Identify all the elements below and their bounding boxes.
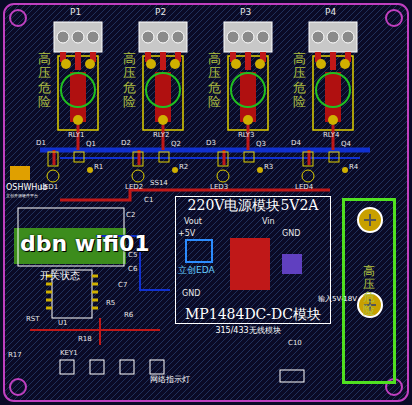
- silkscreen-label: R5: [106, 300, 115, 308]
- module-box: 315/433无线模块: [192, 324, 304, 339]
- silkscreen-label: P4: [325, 8, 336, 18]
- silkscreen-label: RLY3: [238, 132, 255, 140]
- silkscreen-label: Q1: [86, 141, 96, 149]
- silkscreen-label: SS14: [150, 180, 168, 188]
- silkscreen-label: RLY1: [68, 132, 85, 140]
- silkscreen-label: OSHWHub: [6, 184, 47, 193]
- silkscreen-label: 立创开源硬件平台: [6, 194, 38, 198]
- silkscreen-label: U1: [58, 320, 68, 328]
- silkscreen-label: LED4: [295, 184, 313, 192]
- silkscreen-label: 高压危险: [123, 52, 136, 109]
- silkscreen-label: P2: [155, 8, 166, 18]
- silkscreen-label: RLY2: [153, 132, 170, 140]
- module-title: 220V电源模块5V2A: [188, 198, 319, 213]
- silkscreen-label: Vin: [262, 218, 275, 227]
- silkscreen-label: R18: [78, 336, 92, 344]
- silkscreen-label: C1: [144, 197, 153, 205]
- silkscreen-label: P1: [70, 8, 81, 18]
- silkscreen-label: C7: [118, 282, 127, 290]
- module-title: 高压危险: [363, 265, 375, 318]
- silkscreen-label: R2: [179, 164, 188, 172]
- silkscreen-label: Vout: [184, 218, 202, 227]
- silkscreen-label: R17: [8, 352, 22, 360]
- silkscreen-label: C6: [128, 266, 137, 274]
- silkscreen-label: GND: [182, 290, 200, 299]
- silkscreen-label: R6: [124, 312, 133, 320]
- silkscreen-label: Q3: [256, 141, 266, 149]
- silkscreen-label: 输入5V-18V: [318, 296, 357, 304]
- module-title: 315/433无线模块: [215, 327, 280, 336]
- silkscreen-label: Q2: [171, 141, 181, 149]
- silkscreen-label: RST: [26, 316, 40, 324]
- silkscreen-label: P3: [240, 8, 251, 18]
- silkscreen-label: C2: [126, 212, 135, 220]
- silkscreen-label: 开关状态: [40, 270, 80, 281]
- silkscreen-label: RLY4: [323, 132, 340, 140]
- silkscreen-label: 立创EDA: [178, 266, 215, 276]
- silkscreen-label: C5: [128, 252, 137, 260]
- silkscreen-label: GND: [282, 230, 300, 239]
- silkscreen-label: LED2: [125, 184, 143, 192]
- silkscreen-label: 高压危险: [38, 52, 51, 109]
- module-title: MP1484DC-DC模块: [185, 307, 321, 322]
- silkscreen-label: D3: [206, 140, 216, 148]
- silkscreen-label: R1: [94, 164, 103, 172]
- silkscreen-label: 高压危险: [293, 52, 306, 109]
- silkscreen-label: KEY1: [60, 350, 78, 358]
- silkscreen-label: 高压危险: [208, 52, 221, 109]
- silkscreen-label: +5V: [178, 230, 195, 239]
- silkscreen-label: Q4: [341, 141, 351, 149]
- silkscreen-label: R4: [349, 164, 358, 172]
- silkscreen-label: 网络指示灯: [150, 376, 190, 385]
- module-box: 高压危险: [342, 198, 396, 384]
- silkscreen-label: D4: [291, 140, 301, 148]
- module-box: 220V电源模块5V2A MP1484DC-DC模块: [175, 196, 331, 324]
- silkscreen-label: D2: [121, 140, 131, 148]
- silkscreen-label: R3: [264, 164, 273, 172]
- silkscreen-label: LED3: [210, 184, 228, 192]
- silkscreen-label: C10: [288, 340, 302, 348]
- silkscreen-label: D1: [36, 140, 46, 148]
